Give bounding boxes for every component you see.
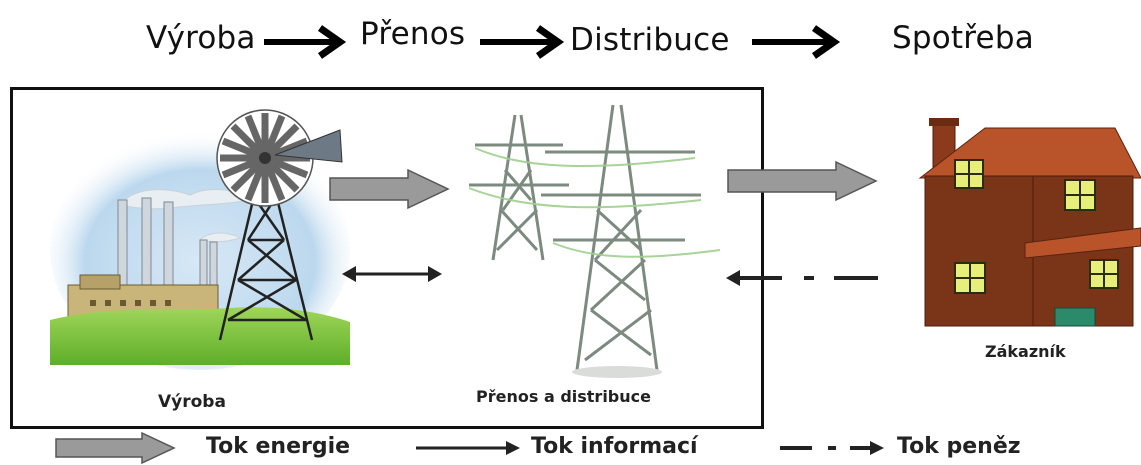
production-illustration — [50, 109, 350, 370]
stage-prenos: Přenos — [360, 16, 466, 52]
production-label: Výroba — [158, 392, 226, 412]
stage-spotreba: Spotřeba — [892, 20, 1034, 56]
information-arrow-bidirectional — [342, 266, 442, 282]
customer-house-illustration — [918, 118, 1141, 327]
money-arrow — [726, 270, 878, 286]
header-arrow-3 — [752, 25, 841, 59]
legend-money-label: Tok peněz — [897, 434, 1021, 459]
transmission-label: Přenos a distribuce — [476, 387, 651, 406]
header-arrow-1 — [264, 25, 347, 59]
energy-arrow-distribution — [727, 160, 878, 202]
legend-information-arrow — [416, 441, 520, 455]
stage-vyroba: Výroba — [146, 20, 256, 56]
transmission-towers — [468, 104, 721, 378]
system-frame — [10, 87, 764, 429]
legend-energy-arrow — [55, 431, 176, 465]
header-arrow-2 — [480, 25, 565, 59]
legend-information-label: Tok informací — [531, 434, 698, 459]
customer-label: Zákazník — [985, 342, 1066, 361]
legend-energy-label: Tok energie — [206, 434, 351, 459]
stage-distribuce: Distribuce — [570, 22, 730, 58]
energy-arrow-production — [329, 168, 450, 210]
legend-money-arrow — [780, 441, 884, 455]
